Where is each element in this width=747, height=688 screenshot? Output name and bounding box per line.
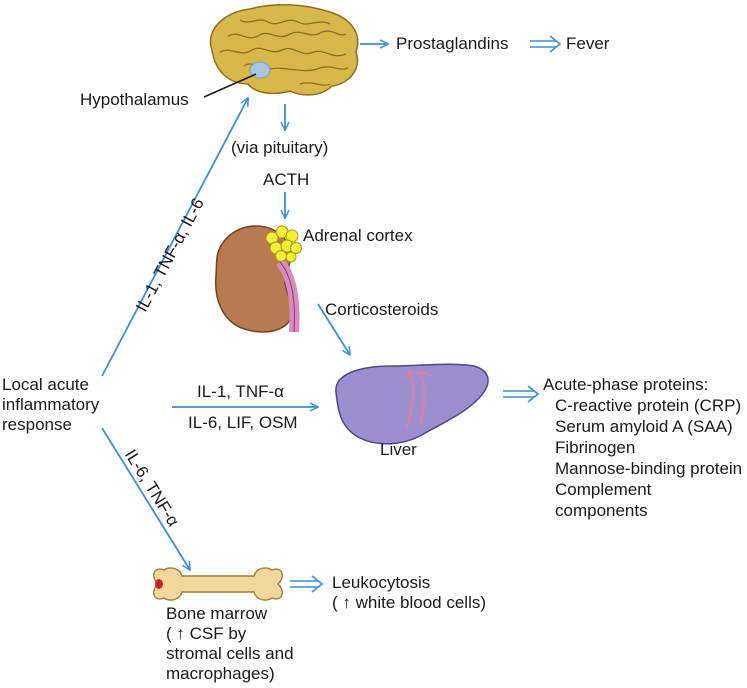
acute-phase-title: Acute-phase proteins:	[543, 375, 709, 394]
bone-marrow-label: Bone marrow ( ↑ CSF by stromal cells and…	[166, 604, 294, 684]
leukocytosis-line-2: ( ↑ white blood cells)	[332, 593, 487, 612]
corticosteroids-label: Corticosteroids	[325, 300, 439, 319]
local-response-line-3: response	[2, 415, 72, 434]
arrow-local-to-bone-marrow	[101, 427, 190, 570]
prostaglandins-label: Prostaglandins	[396, 34, 509, 53]
double-arrow-prostaglandins-to-fever	[530, 35, 562, 53]
liver-label: Liver	[380, 440, 417, 459]
arrow-local-to-hypothalamus	[101, 98, 248, 377]
leukocytosis-line-1: Leukocytosis	[332, 573, 431, 592]
fever-label: Fever	[566, 34, 610, 53]
local-response-line-2: inflammatory	[2, 395, 100, 414]
hypothalamus-label: Hypothalamus	[80, 90, 189, 109]
liver-illustration	[335, 363, 489, 445]
via-pituitary-label: (via pituitary)	[231, 138, 329, 157]
kidney-adrenal-illustration	[214, 225, 302, 333]
acute-phase-item: Serum amyloid A (SAA)	[555, 417, 733, 436]
bone-marrow-line-3: stromal cells and	[166, 644, 294, 663]
cytokines-liver-bottom-label: IL-6, LIF, OSM	[188, 413, 298, 432]
acute-phase-item: C-reactive protein (CRP)	[555, 396, 742, 415]
bone-marrow-line-1: Bone marrow	[166, 604, 268, 623]
double-arrow-bone-to-leukocytosis	[290, 575, 324, 593]
double-arrow-liver-to-acute-phase	[503, 385, 540, 403]
local-response-label: Local acute inflammatory response	[2, 375, 99, 435]
acth-label: ACTH	[263, 170, 310, 189]
acute-phase-proteins: Acute-phase proteins: C-reactive protein…	[543, 374, 747, 521]
bone-illustration	[153, 567, 283, 601]
arrow-corticosteroids-to-liver	[317, 303, 350, 355]
acute-phase-item: Fibrinogen	[555, 438, 636, 457]
bone-marrow-line-2: ( ↑ CSF by	[166, 624, 247, 643]
bone-marrow-line-4: macrophages)	[166, 664, 275, 683]
leukocytosis-label: Leukocytosis ( ↑ white blood cells)	[332, 573, 486, 613]
local-response-line-1: Local acute	[2, 375, 89, 394]
acute-phase-item: Complement components	[555, 480, 652, 520]
acute-phase-item: Mannose-binding protein	[555, 459, 743, 478]
cytokines-liver-top-label: IL-1, TNF-α	[197, 382, 284, 401]
brain-illustration	[209, 3, 359, 96]
hypothalamus-pointer-line	[203, 73, 257, 98]
adrenal-cortex-label: Adrenal cortex	[303, 226, 413, 245]
